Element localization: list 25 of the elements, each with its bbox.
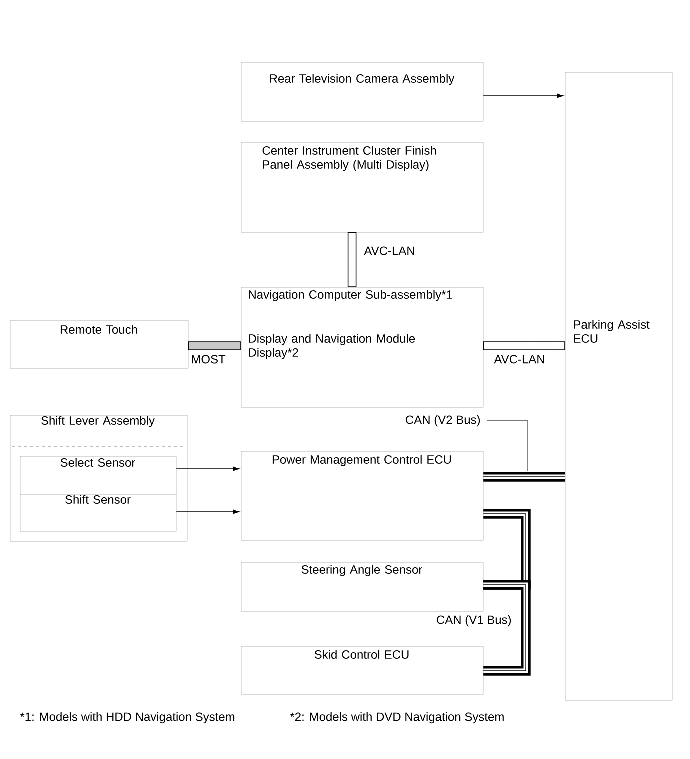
edge-label: AVC-LAN xyxy=(363,246,416,256)
sensor-box: Shift Sensor xyxy=(20,494,177,532)
arrow xyxy=(176,510,240,514)
component-box: Center Instrument Cluster Finish Panel Assembly (Multi Display) xyxy=(241,142,484,233)
ecu-box: Parking Assist ECU xyxy=(565,72,673,701)
cable-band xyxy=(188,342,242,350)
bus-line xyxy=(483,472,566,482)
ecu-box: Power Management Control ECU xyxy=(241,451,484,541)
edge-label: CAN (V1 Bus) xyxy=(435,614,513,628)
edge-label: CAN (V2 Bus) xyxy=(404,414,482,428)
edge-label: AVC-LAN xyxy=(493,354,546,365)
footnote: *1: Models with HDD Navigation System xyxy=(20,712,235,724)
ecu-box: Skid Control ECU xyxy=(241,646,484,695)
component-box: Remote Touch xyxy=(10,320,189,369)
cable-band xyxy=(483,342,566,350)
footnote: *2: Models with DVD Navigation System xyxy=(290,712,504,724)
edge-label: MOST xyxy=(190,354,227,365)
component-box: Navigation Computer Sub-assembly*1 Display and Navigation Module Display*2 xyxy=(241,287,484,408)
arrow xyxy=(483,94,564,98)
arrow xyxy=(176,466,240,472)
cable-band xyxy=(348,232,357,288)
sensor-box: Steering Angle Sensor xyxy=(241,562,484,612)
component-box: Rear Television Camera Assembly xyxy=(241,62,484,122)
bus-line xyxy=(483,580,531,676)
sensor-box: Select Sensor xyxy=(20,456,177,495)
